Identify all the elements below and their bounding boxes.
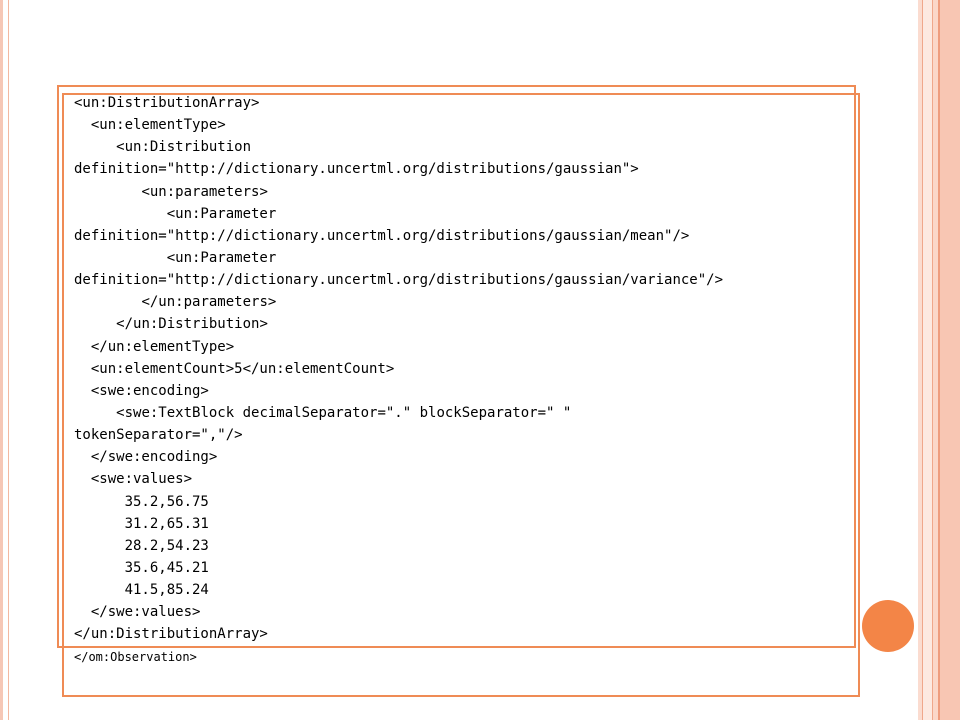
right-stripe-decoration [918, 0, 960, 720]
code-text: definition="http://dictionary.uncertml.o… [74, 227, 690, 244]
code-text: <swe:TextBlock decimalSeparator="." bloc… [116, 404, 572, 421]
code-indent [74, 538, 125, 554]
left-border-decoration [0, 0, 3, 720]
code-indent [74, 471, 91, 487]
code-indent [74, 560, 125, 576]
code-line: 35.6,45.21 [74, 557, 854, 579]
code-text: 28.2,54.23 [124, 537, 209, 554]
code-text: </un:Distribution> [116, 316, 268, 333]
code-text: 31.2,65.31 [124, 515, 209, 532]
code-line: <un:Parameter [74, 203, 854, 225]
code-line: <un:parameters> [74, 181, 854, 203]
stripe [923, 0, 932, 720]
code-text: <un:elementType> [90, 117, 226, 134]
code-indent [74, 604, 91, 620]
code-line: </un:Distribution> [74, 313, 854, 335]
code-line: <un:DistributionArray> [74, 92, 854, 114]
stripe [938, 0, 940, 720]
code-line: definition="http://dictionary.uncertml.o… [74, 225, 854, 247]
code-indent [74, 250, 167, 266]
code-line: <swe:encoding> [74, 380, 854, 402]
code-line: <un:Distribution [74, 136, 854, 158]
xml-code-block: <un:DistributionArray> <un:elementType> … [74, 92, 854, 646]
code-line: 31.2,65.31 [74, 513, 854, 535]
accent-circle-icon [862, 600, 914, 652]
code-indent [74, 339, 91, 355]
code-line: <un:Parameter [74, 247, 854, 269]
code-text: tokenSeparator=","/> [74, 427, 243, 444]
code-indent [74, 139, 116, 155]
code-text: <swe:encoding> [90, 382, 209, 399]
code-text: <un:Distribution [116, 139, 252, 156]
closing-observation-tag: </om:Observation> [74, 650, 197, 664]
code-indent [74, 294, 141, 310]
code-line: 28.2,54.23 [74, 535, 854, 557]
code-text: </un:DistributionArray> [74, 626, 268, 643]
code-indent [74, 383, 91, 399]
code-indent [74, 582, 125, 598]
code-text: </swe:encoding> [90, 449, 218, 466]
code-line: <un:elementType> [74, 114, 854, 136]
code-text: 41.5,85.24 [124, 582, 209, 599]
code-line: <swe:values> [74, 468, 854, 490]
code-text: <un:DistributionArray> [74, 95, 260, 111]
code-text: definition="http://dictionary.uncertml.o… [74, 161, 639, 178]
left-border-line [8, 0, 9, 720]
code-line: definition="http://dictionary.uncertml.o… [74, 269, 854, 291]
code-line: 41.5,85.24 [74, 579, 854, 601]
code-line: <swe:TextBlock decimalSeparator="." bloc… [74, 402, 854, 424]
code-indent [74, 516, 125, 532]
code-line: definition="http://dictionary.uncertml.o… [74, 158, 854, 180]
stripe [922, 0, 923, 720]
code-text: <un:Parameter [166, 249, 277, 266]
code-text: definition="http://dictionary.uncertml.o… [74, 272, 724, 289]
code-indent [74, 184, 141, 200]
code-indent [74, 316, 116, 332]
code-text: <un:parameters> [141, 183, 268, 200]
code-text: <un:Parameter [166, 205, 277, 222]
code-line: </un:parameters> [74, 291, 854, 313]
code-text: </un:parameters> [141, 294, 277, 311]
stripe [932, 0, 933, 720]
stripe [940, 0, 960, 720]
code-text: </swe:values> [90, 604, 201, 621]
code-text: 35.6,45.21 [124, 559, 209, 576]
code-indent [74, 494, 125, 510]
code-text: <swe:values> [90, 471, 193, 488]
code-indent [74, 206, 167, 222]
code-line: </un:DistributionArray> [74, 623, 854, 645]
code-indent [74, 117, 91, 133]
stripe [918, 0, 922, 720]
code-indent [74, 449, 91, 465]
code-line: </swe:encoding> [74, 446, 854, 468]
code-frame-outer [57, 85, 856, 648]
code-text: </un:elementType> [90, 338, 235, 355]
code-indent [74, 405, 116, 421]
code-line: </un:elementType> [74, 336, 854, 358]
code-text: 35.2,56.75 [124, 493, 209, 510]
code-line: 35.2,56.75 [74, 491, 854, 513]
code-line: <un:elementCount>5</un:elementCount> [74, 358, 854, 380]
stripe [933, 0, 938, 720]
code-line: tokenSeparator=","/> [74, 424, 854, 446]
code-indent [74, 361, 91, 377]
code-line: </swe:values> [74, 601, 854, 623]
code-frame-inner [62, 93, 860, 697]
code-text: <un:elementCount>5</un:elementCount> [90, 360, 395, 377]
